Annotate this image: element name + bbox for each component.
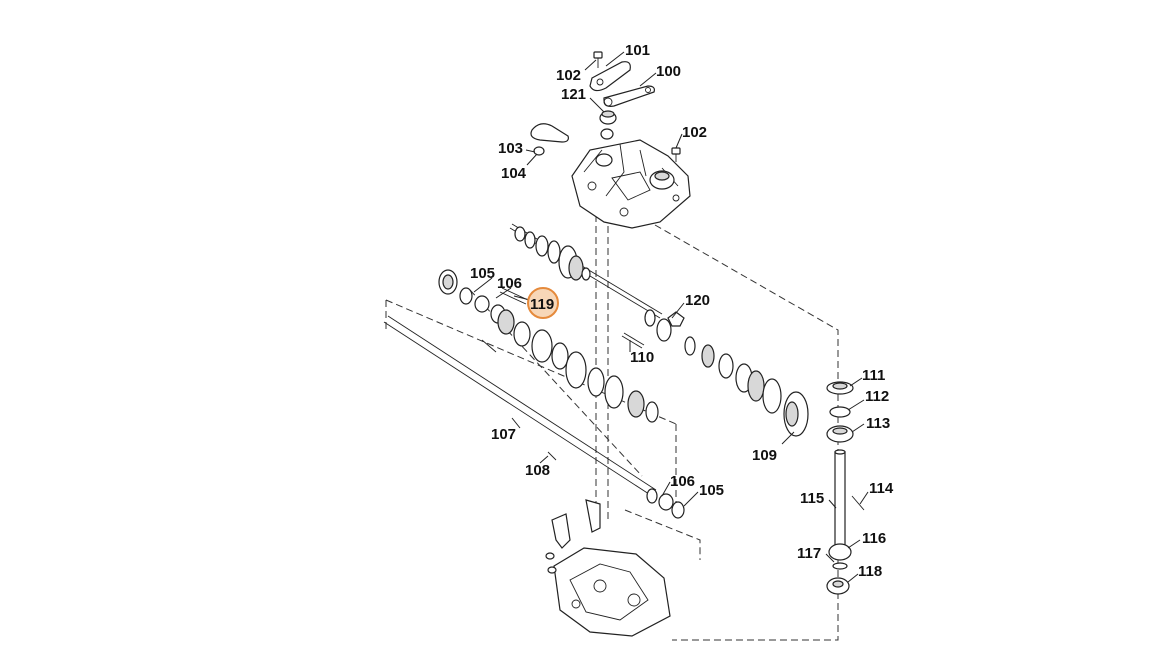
input-shaft-assembly <box>509 223 809 437</box>
callout-118: 118 <box>858 563 882 580</box>
upper-housing <box>571 139 691 229</box>
callout-120: 120 <box>685 292 710 309</box>
callout-113: 113 <box>866 415 890 432</box>
lower-housing <box>545 499 671 637</box>
callout-101: 101 <box>625 42 650 59</box>
callout-114: 114 <box>869 480 894 497</box>
callout-111: 111 <box>862 367 885 384</box>
callout-110: 110 <box>630 349 654 366</box>
callout-116: 116 <box>862 530 886 547</box>
callout-104: 104 <box>501 165 527 182</box>
callout-105-lower: 105 <box>699 482 724 499</box>
callout-106: 106 <box>497 275 522 292</box>
callout-112: 112 <box>865 388 889 405</box>
callout-102: 102 <box>556 67 581 84</box>
shift-lever-assembly <box>530 51 681 162</box>
callout-106-lower: 106 <box>670 473 695 490</box>
highlight-ring-119 <box>527 287 559 319</box>
callout-100: 100 <box>656 63 681 80</box>
axle-assembly <box>383 269 685 519</box>
callout-108: 108 <box>525 462 550 479</box>
callout-109: 109 <box>752 447 777 464</box>
callout-103: 103 <box>498 140 523 157</box>
callout-105: 105 <box>470 265 495 282</box>
callout-121: 121 <box>561 86 586 103</box>
callout-labels: 101 102 100 121 102 103 104 105 106 119 … <box>470 42 894 580</box>
callout-119: 119 <box>530 296 554 313</box>
leader-lines <box>473 51 869 583</box>
vertical-shaft-assembly <box>826 381 865 595</box>
callout-115: 115 <box>800 490 824 507</box>
callout-107: 107 <box>491 426 516 443</box>
callout-102-right: 102 <box>682 124 707 141</box>
callout-117: 117 <box>797 545 821 562</box>
